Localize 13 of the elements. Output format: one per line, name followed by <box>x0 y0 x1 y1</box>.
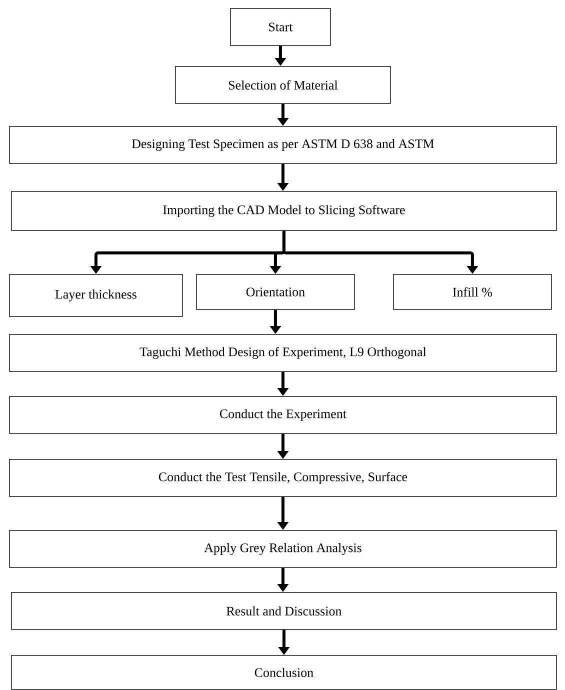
process-box: Start <box>230 8 331 46</box>
process-box: Conclusion <box>11 655 557 690</box>
process-box: Taguchi Method Design of Experiment, L9 Orthogonal <box>9 334 557 372</box>
process-box: Orientation <box>196 274 355 310</box>
process-box: Result and Discussion <box>11 592 557 630</box>
process-box: Layer thickness <box>9 274 183 317</box>
process-box: Apply Grey Relation Analysis <box>9 530 557 568</box>
process-box: Importing the CAD Model to Slicing Software <box>11 191 557 231</box>
process-box: Infill % <box>393 274 552 310</box>
process-box: Conduct the Experiment <box>9 396 557 434</box>
process-box: Selection of Material <box>175 66 391 104</box>
process-box: Conduct the Test Tensile, Compressive, Surface <box>9 459 557 497</box>
process-box: Designing Test Specimen as per ASTM D 638 and ASTM <box>9 126 557 164</box>
